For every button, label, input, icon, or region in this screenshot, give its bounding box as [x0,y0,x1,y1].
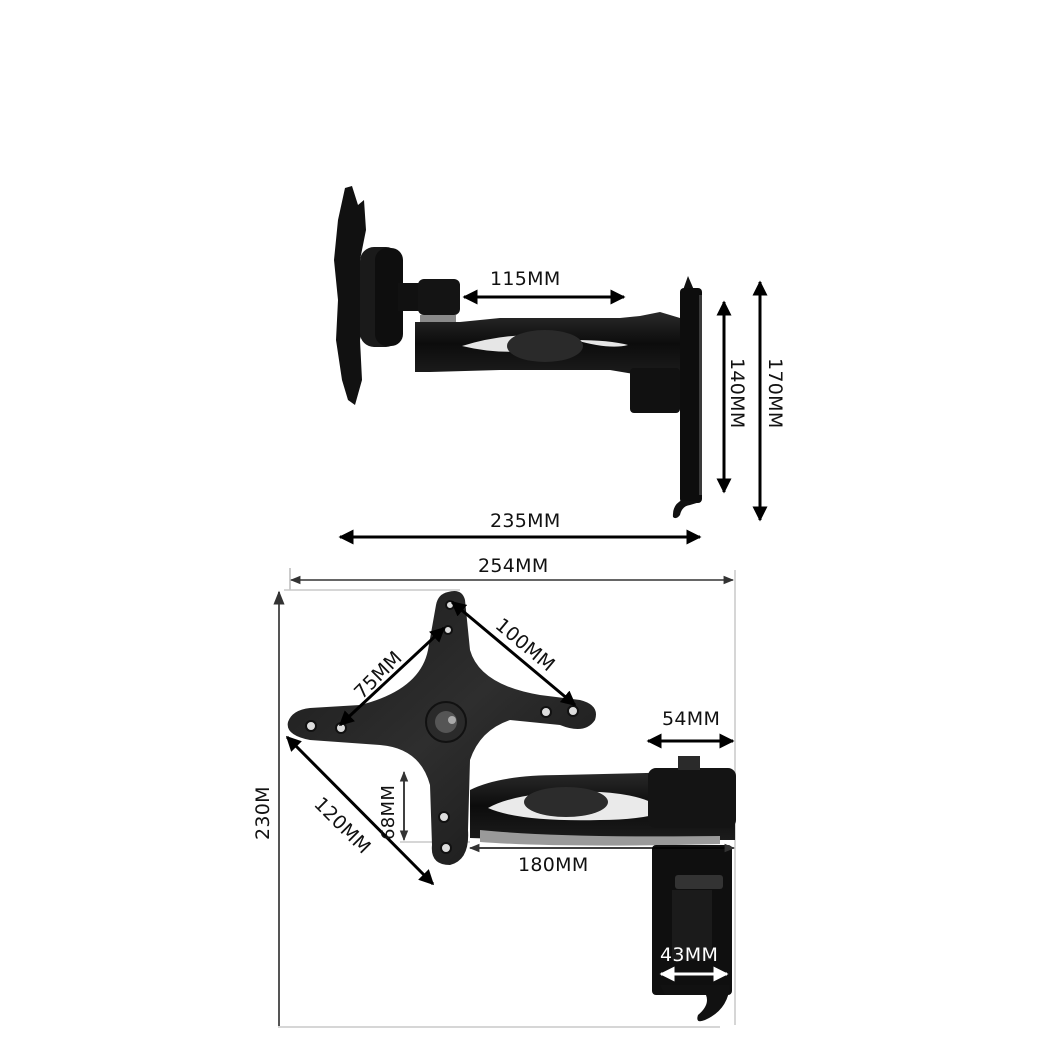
label-arm-reach: 180MM [518,854,589,876]
label-wall-plate-height: 140MM [726,358,748,429]
label-wall-plate-width: 43MM [660,944,719,966]
dim-vesa-large-arrow [450,600,577,707]
label-total-width: 254MM [478,555,549,577]
label-total-depth: 235MM [490,510,561,532]
label-arm-length: 115MM [490,268,561,290]
dim-plate-diagonal-arrow [285,735,435,886]
label-total-height-front: 230M [252,786,274,840]
label-wall-plate-depth: 54MM [662,708,721,730]
label-total-height: 170MM [764,358,786,429]
label-plate-offset: 68MM [378,784,399,840]
side-view-product [334,186,702,519]
dim-vesa-small-arrow [338,626,446,727]
